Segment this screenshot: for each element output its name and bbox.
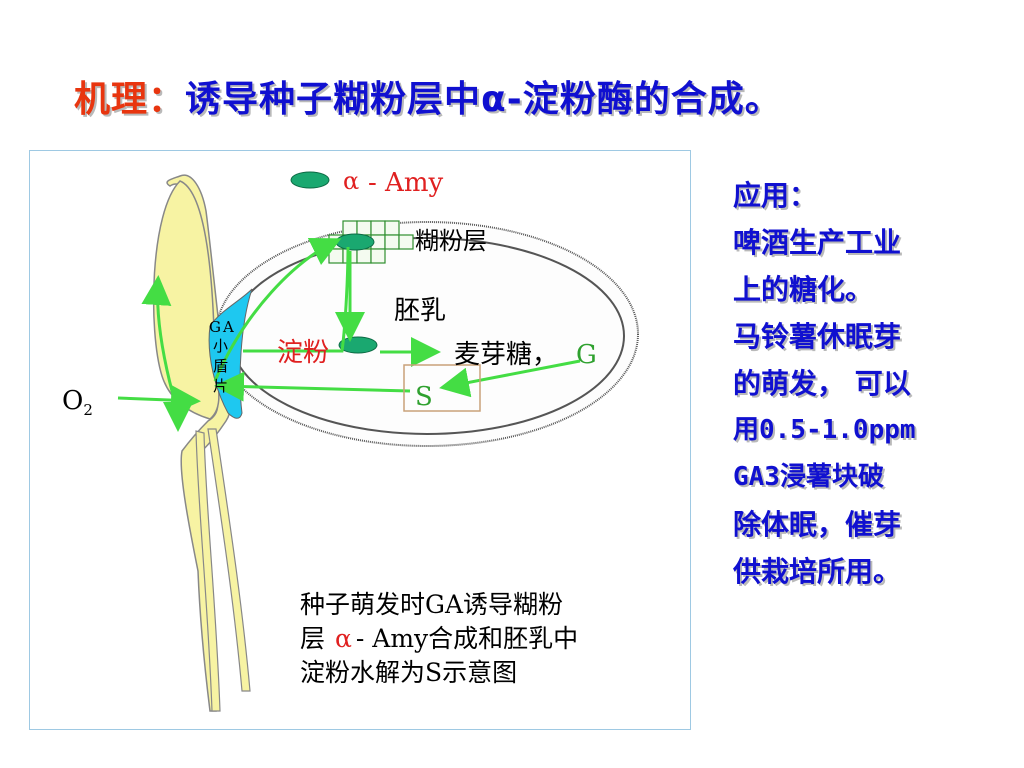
title-text: 诱导种子糊粉层中α-淀粉酶的合成。: [185, 79, 782, 120]
coleoptile-body: [152, 180, 220, 420]
seed-germination-diagram: α - Amy 糊粉层 胚乳 G A 小 盾 片 淀粉 麦芽糖， G S O2 …: [62, 167, 639, 712]
arrow-glucose-to-sucrose: [439, 359, 581, 398]
amy-legend-oval: [290, 171, 330, 189]
notes-heading: 应用：: [733, 179, 818, 212]
notes-line-1: 啤酒生产工业: [733, 226, 902, 259]
caption-line-1: 种子萌发时GA诱导糊粉: [300, 590, 563, 619]
page-title: 机理：诱导种子糊粉层中α-淀粉酶的合成。: [74, 70, 782, 130]
scutellum-char-4: 盾: [213, 357, 228, 375]
arrow-ga-to-aleurone: [213, 238, 342, 382]
seed-coat-outer: [215, 221, 639, 447]
enzyme-label: - Amy: [368, 168, 443, 198]
notes-line-4: 的萌发， 可以: [733, 367, 911, 400]
caption-line-3: 淀粉水解为S示意图: [300, 658, 517, 687]
sucrose-label: S: [415, 382, 433, 412]
oxygen-symbol: O: [62, 386, 83, 416]
notes-line-5: 用0.5-1.0ppm: [733, 415, 916, 445]
title-prefix: 机理：: [74, 79, 186, 120]
arrow-oxygen-in: [117, 385, 201, 416]
oxygen-label: O2: [62, 386, 93, 419]
notes-line-7: 除体眠，催芽: [733, 508, 902, 541]
scutellum-char-2: A: [222, 318, 234, 336]
aleurone-label: 糊粉层: [415, 227, 487, 255]
starch-label: 淀粉: [277, 338, 329, 368]
diagram-frame: α - Amy 糊粉层 胚乳 G A 小 盾 片 淀粉 麦芽糖， G S O2 …: [29, 150, 691, 730]
notes-line-8: 供栽培所用。: [733, 555, 902, 588]
amy-aleurone-oval: [335, 233, 375, 251]
caption-line-2-symbol: α: [335, 624, 352, 653]
sucrose-box: [403, 364, 481, 412]
arrow-sucrose-to-embryo: [214, 371, 411, 402]
arrow-scutellum-to-aleurone-2: [243, 246, 350, 353]
maltose-label: 麦芽糖，: [454, 340, 558, 370]
root-strand-right: [207, 428, 251, 692]
root-strand-left: [195, 430, 221, 712]
arrow-embryo-up: [141, 275, 180, 414]
oxygen-subscript: 2: [83, 401, 93, 419]
notes-line-2: 上的糖化。: [733, 273, 874, 306]
enzyme-symbol: α: [343, 167, 359, 195]
scutellum-char-3: 小: [213, 337, 228, 355]
notes-line-3: 马铃薯休眠芽: [733, 320, 902, 353]
notes-line-6: GA3浸薯块破: [733, 462, 884, 492]
caption-line-2-prefix: 层: [300, 624, 325, 653]
scutellum-char-5: 片: [213, 377, 228, 395]
endosperm-label: 胚乳: [394, 296, 446, 326]
glucose-label: G: [576, 340, 597, 370]
scutellum-label: G A 小 盾 片: [209, 318, 234, 395]
caption-line-2-rest: - Amy合成和胚乳中: [356, 624, 578, 653]
application-notes: 应用： 啤酒生产工业 上的糖化。 马铃薯休眠芽 的萌发， 可以 用0.5-1.0…: [733, 172, 1013, 595]
scutellum-char-1: G: [209, 318, 221, 336]
